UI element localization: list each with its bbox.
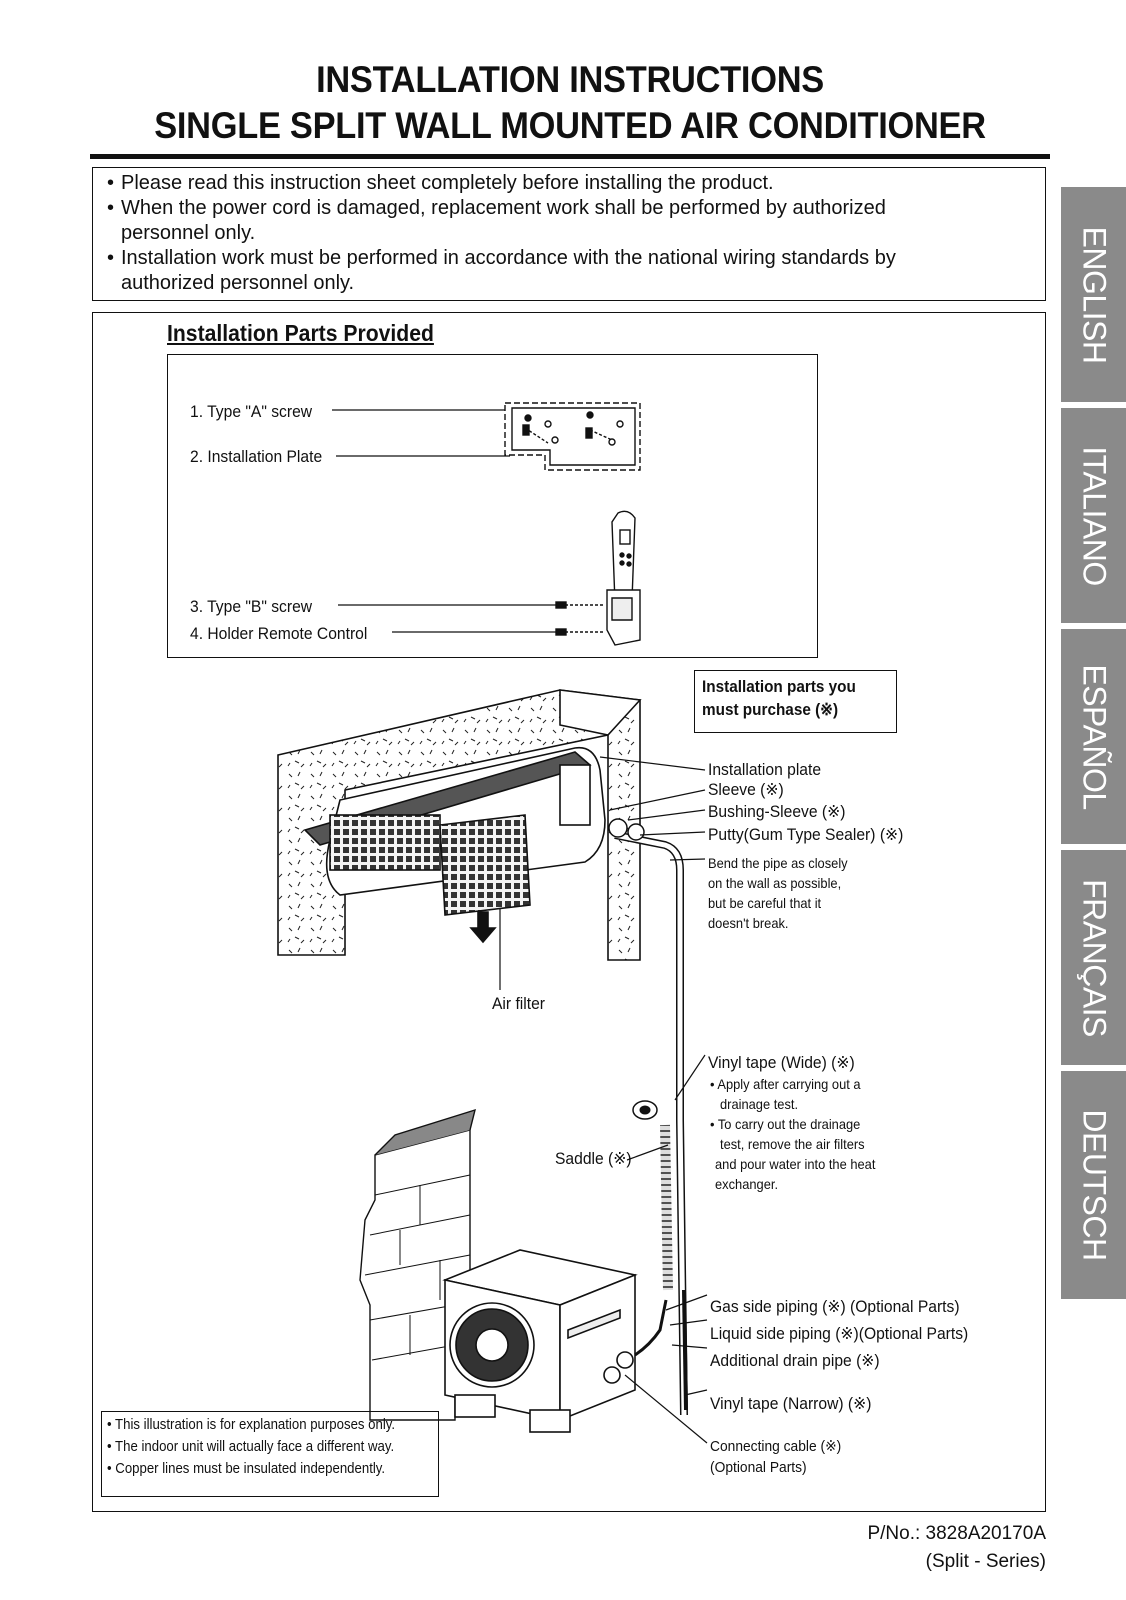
callout-connecting-cable: Connecting cable (※) bbox=[710, 1438, 842, 1455]
title-rule bbox=[90, 154, 1050, 159]
tab-espanol[interactable]: ESPAÑOL bbox=[1061, 629, 1126, 844]
piping-route bbox=[608, 818, 688, 1416]
part-type-a-screw: 1. Type "A" screw bbox=[190, 402, 313, 421]
callout-drain-pipe: Additional drain pipe (※) bbox=[710, 1351, 880, 1370]
vinyl-tape-note: • Apply after carrying out a bbox=[710, 1076, 861, 1092]
tab-english[interactable]: ENGLISH bbox=[1061, 187, 1126, 402]
callout-gas-piping: Gas side piping (※) (Optional Parts) bbox=[710, 1297, 960, 1316]
bend-note-line: doesn't break. bbox=[708, 915, 789, 931]
callout-saddle: Saddle (※) bbox=[555, 1149, 632, 1168]
vinyl-tape-note: • To carry out the drainage bbox=[710, 1116, 861, 1132]
parts-provided-title: Installation Parts Provided bbox=[167, 320, 434, 346]
callout-bushing-sleeve: Bushing-Sleeve (※) bbox=[708, 802, 846, 821]
tab-deutsch[interactable]: DEUTSCH bbox=[1061, 1071, 1126, 1299]
vinyl-tape-note: test, remove the air filters bbox=[720, 1136, 865, 1152]
callout-putty: Putty(Gum Type Sealer) (※) bbox=[708, 825, 904, 844]
part-holder-remote: 4. Holder Remote Control bbox=[190, 624, 368, 643]
part-installation-plate: 2. Installation Plate bbox=[190, 447, 323, 466]
bend-note-line: but be careful that it bbox=[708, 895, 822, 911]
callout-vinyl-tape-narrow: Vinyl tape (Narrow) (※) bbox=[710, 1394, 872, 1413]
title-line-1: INSTALLATION INSTRUCTIONS bbox=[316, 59, 824, 100]
outdoor-unit bbox=[442, 1249, 668, 1433]
illustration-notes-box: • This illustration is for explanation p… bbox=[101, 1411, 439, 1497]
part-type-b-screw: 3. Type "B" screw bbox=[190, 597, 313, 616]
purchase-box-line1: Installation parts you bbox=[702, 677, 856, 696]
remote-control-part bbox=[555, 510, 641, 646]
indoor-unit bbox=[303, 746, 606, 990]
notice-item: Please read this instruction sheet compl… bbox=[107, 171, 1045, 196]
bend-note-line: Bend the pipe as closely bbox=[708, 855, 848, 871]
part-number: P/No.: 3828A20170A bbox=[867, 1523, 1046, 1544]
wall-section bbox=[277, 689, 642, 961]
tab-deutsch-label: DEUTSCH bbox=[1076, 1109, 1112, 1261]
main-frame bbox=[92, 312, 1046, 1512]
callout-connecting-cable-sub: (Optional Parts) bbox=[710, 1459, 807, 1476]
series-label: (Split - Series) bbox=[925, 1551, 1046, 1572]
callout-installation-plate: Installation plate bbox=[708, 760, 822, 779]
part-leader-lines bbox=[332, 409, 560, 633]
notice-item: When the power cord is damaged, replacem… bbox=[107, 196, 1045, 246]
illustration-note: • Copper lines must be insulated indepen… bbox=[107, 1460, 386, 1477]
tab-italiano-label: ITALIANO bbox=[1076, 445, 1112, 586]
parts-provided-box bbox=[167, 354, 818, 658]
tab-italiano[interactable]: ITALIANO bbox=[1061, 408, 1126, 623]
illustration-note: • The indoor unit will actually face a d… bbox=[107, 1438, 395, 1455]
callout-liquid-piping: Liquid side piping (※)(Optional Parts) bbox=[710, 1324, 969, 1343]
purchase-parts-box: Installation parts you must purchase (※) bbox=[694, 670, 897, 733]
bend-note-line: on the wall as possible, bbox=[708, 875, 842, 891]
callout-vinyl-tape-wide: Vinyl tape (Wide) (※) bbox=[708, 1053, 855, 1072]
title-line-2: SINGLE SPLIT WALL MOUNTED AIR CONDITIONE… bbox=[154, 105, 986, 146]
tab-espanol-label: ESPAÑOL bbox=[1076, 663, 1112, 810]
vinyl-tape-note: exchanger. bbox=[715, 1176, 779, 1192]
tab-english-label: ENGLISH bbox=[1076, 226, 1112, 363]
notice-item: Installation work must be performed in a… bbox=[107, 246, 1045, 296]
illustration-note: • This illustration is for explanation p… bbox=[107, 1416, 396, 1433]
callout-leaders bbox=[599, 756, 708, 1444]
tab-francais[interactable]: FRANÇAIS bbox=[1061, 850, 1126, 1065]
vinyl-tape-note: and pour water into the heat bbox=[715, 1156, 876, 1172]
tab-francais-label: FRANÇAIS bbox=[1076, 878, 1112, 1037]
brick-wall bbox=[359, 1108, 476, 1421]
purchase-box-line2: must purchase (※) bbox=[702, 700, 839, 719]
notice-box: Please read this instruction sheet compl… bbox=[92, 167, 1046, 301]
callout-air-filter: Air filter bbox=[492, 994, 546, 1013]
vinyl-tape-note: drainage test. bbox=[720, 1096, 799, 1112]
callout-sleeve: Sleeve (※) bbox=[708, 780, 784, 799]
installation-plate-part bbox=[504, 402, 641, 471]
